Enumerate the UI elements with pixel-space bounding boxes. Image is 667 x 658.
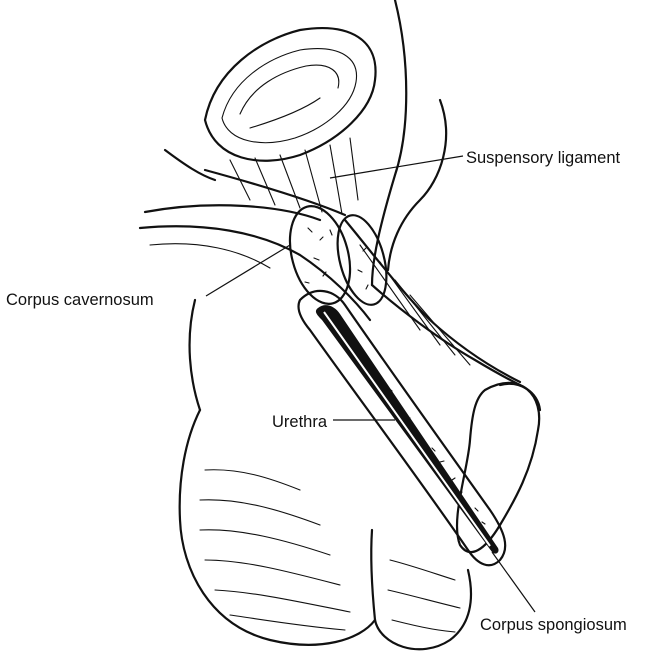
- label-suspensory-ligament: Suspensory ligament: [466, 149, 620, 167]
- glans: [457, 383, 540, 552]
- leader-corpus-cavernosum: [206, 245, 290, 296]
- label-corpus-spongiosum: Corpus spongiosum: [480, 616, 627, 634]
- suspensory-ligament: [165, 138, 358, 215]
- leader-corpus-spongiosum: [492, 552, 535, 612]
- label-corpus-cavernosum: Corpus cavernosum: [6, 291, 154, 309]
- penile-shaft: [345, 220, 520, 385]
- leader-suspensory-ligament: [330, 156, 463, 178]
- abdominal-wall: [372, 0, 446, 285]
- corpus-cavernosum: [280, 199, 395, 310]
- label-urethra: Urethra: [272, 413, 328, 431]
